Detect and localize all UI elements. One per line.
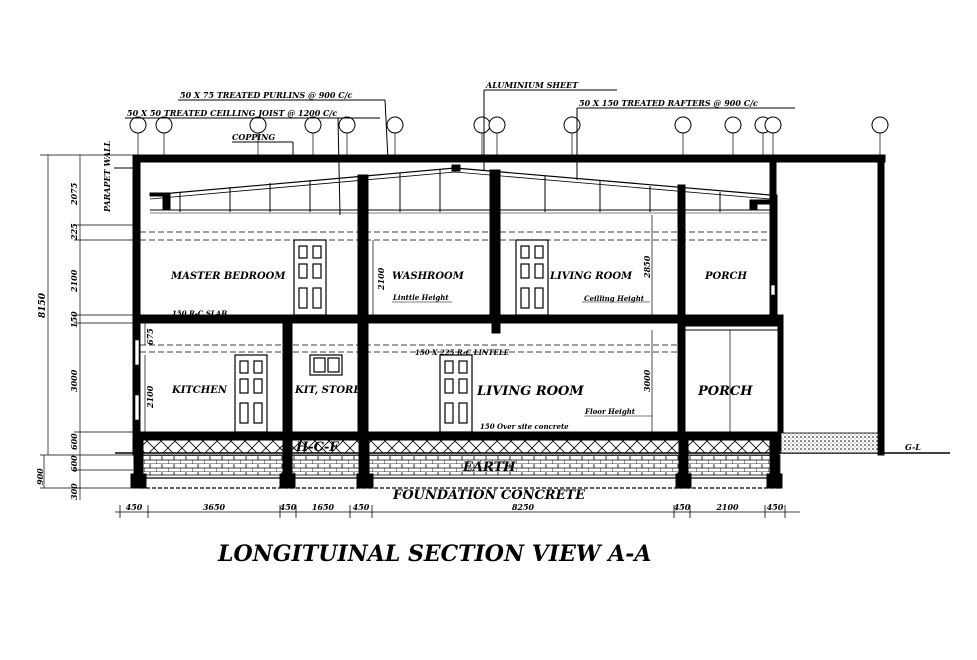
floor-height-note: Floor Height — [584, 407, 636, 416]
gl-label: G-L — [905, 442, 921, 452]
door-kitchen — [234, 354, 268, 433]
window-kit-store — [309, 354, 343, 376]
dim-150: 150 — [69, 311, 79, 328]
dim-2100-wash: 2100 — [376, 267, 386, 291]
dim-total: 8150 — [38, 292, 48, 318]
lintel-height-note: Linttle Height — [392, 293, 449, 302]
dim-2100-kitchen: 2100 — [145, 385, 155, 409]
room-washroom: WASHROOM — [392, 271, 465, 282]
dim-675: 675 — [145, 328, 155, 345]
joist-label: 50 X 50 TREATED CEILLING JOIST @ 1200 C/… — [127, 108, 337, 118]
dim-600b: 600 — [69, 455, 79, 472]
grid-marker — [764, 116, 782, 134]
grid-marker — [338, 116, 356, 134]
bottom-dim-label: 8250 — [512, 502, 535, 512]
bottom-dim-label: 450 — [280, 502, 297, 512]
room-kitchen: KITCHEN — [171, 385, 228, 396]
bottom-dim-label: 450 — [674, 502, 691, 512]
aluminium-label: ALUMINIUM SHEET — [485, 80, 579, 90]
grid-marker — [674, 116, 692, 134]
bottom-dim-label: 450 — [353, 502, 370, 512]
lintel-note: 150 X 225 R-C LINTELE — [415, 348, 510, 357]
dim-225: 225 — [69, 223, 79, 241]
grid-marker — [155, 116, 173, 134]
doors — [234, 239, 549, 433]
grid-marker — [488, 116, 506, 134]
foundation-label: FOUNDATION CONCRETE — [392, 488, 586, 503]
callouts — [114, 89, 795, 216]
door-master-bedroom — [293, 239, 327, 316]
dim-3000: 3000 — [69, 369, 79, 392]
room-porch-lower: PORCH — [697, 384, 753, 399]
room-living-lower: LIVING ROOM — [476, 384, 584, 399]
dim-600a: 600 — [69, 433, 79, 450]
bottom-dim-label: 3650 — [203, 502, 226, 512]
grid-marker — [304, 116, 322, 134]
grid-marker — [129, 116, 147, 134]
bottom-dim-label: 2100 — [715, 502, 739, 512]
dim-3000-living: 3000 — [642, 369, 652, 392]
building-structure — [115, 154, 950, 489]
ceiling-height-note: Ceilling Height — [584, 294, 645, 303]
earth-label: EARTH — [462, 460, 516, 475]
dim-2100a: 2100 — [69, 269, 79, 293]
rafters-label: 50 X 150 TREATED RAFTERS @ 900 C/c — [579, 98, 758, 108]
grid-marker — [386, 116, 404, 134]
dim-900: 900 — [35, 468, 45, 485]
door-living-upper — [515, 239, 549, 316]
dim-2075: 2075 — [69, 182, 79, 206]
room-living-upper: LIVING ROOM — [549, 271, 633, 282]
left-dimension-chain — [40, 154, 133, 500]
bottom-dim-label: 1650 — [312, 502, 335, 512]
grid-marker — [871, 116, 889, 134]
bottom-dim-label: 450 — [767, 502, 784, 512]
grid-marker — [249, 116, 267, 134]
door-living-lower — [439, 354, 473, 433]
copping-label: COPPING — [232, 132, 275, 142]
room-kit-store: KIT, STORE — [294, 385, 361, 396]
grid-markers — [129, 116, 889, 155]
dim-300: 300 — [69, 483, 79, 500]
hcf-label: H-C-F — [295, 440, 339, 455]
bottom-dim-label: 450 — [126, 502, 143, 512]
dim-2850: 2850 — [642, 255, 652, 279]
inner-dimensions — [144, 215, 653, 432]
oversite-note: 150 Over site concrete — [480, 422, 569, 431]
grid-marker — [724, 116, 742, 134]
bottom-dims: 450 3650 450 1650 450 8250 450 2100 450 — [119, 502, 786, 518]
slab-note: 150 R-C SLAB — [172, 309, 227, 318]
grid-marker — [563, 116, 581, 134]
grid-marker — [473, 116, 491, 134]
room-porch-upper: PORCH — [704, 271, 748, 282]
parapet-label: PARAPET WALL — [102, 140, 112, 213]
page-title: LONGITUINAL SECTION VIEW A-A — [217, 541, 652, 567]
room-master-bedroom: MASTER BEDROOM — [170, 271, 286, 282]
purlins-label: 50 X 75 TREATED PURLINS @ 900 C/c — [180, 90, 353, 100]
